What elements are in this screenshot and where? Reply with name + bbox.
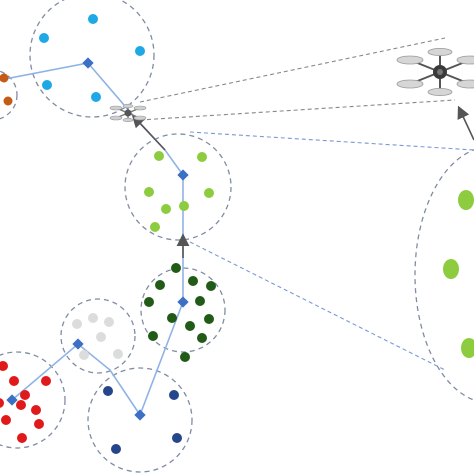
cluster-navy xyxy=(103,386,182,454)
zoom-line-top xyxy=(189,131,474,151)
sensor-node xyxy=(172,433,182,443)
sensor-node xyxy=(17,433,27,443)
sensor-node xyxy=(0,73,9,83)
cluster-gray xyxy=(72,313,123,360)
cluster-dark-green xyxy=(144,263,216,362)
sensor-node xyxy=(204,314,214,324)
sensor-node xyxy=(144,187,154,197)
drone-line-lower xyxy=(139,99,456,121)
sensor-node-zoomed xyxy=(443,259,459,279)
sensor-node xyxy=(79,350,89,360)
cluster-red xyxy=(0,361,51,443)
sensor-node xyxy=(195,296,205,306)
sensor-node xyxy=(135,46,145,56)
sensor-node xyxy=(39,33,49,43)
sensor-node xyxy=(144,297,154,307)
sensor-node xyxy=(206,281,216,291)
cluster-light-green xyxy=(144,151,214,232)
sensor-node xyxy=(204,188,214,198)
sensor-node xyxy=(171,263,181,273)
path-arrow-right-drone xyxy=(457,105,474,141)
sensor-node xyxy=(96,332,106,342)
sensor-node xyxy=(154,151,164,161)
sensor-node xyxy=(180,352,190,362)
cluster-heads xyxy=(6,57,189,421)
sensor-node xyxy=(0,361,8,371)
sensor-node-zoomed xyxy=(458,190,474,210)
sensor-node xyxy=(167,313,177,323)
sensor-node xyxy=(197,333,207,343)
sensor-node xyxy=(3,96,13,106)
sensor-node xyxy=(1,415,11,425)
sensor-node xyxy=(188,276,198,286)
sensor-node xyxy=(103,386,113,396)
sensor-node xyxy=(169,390,179,400)
cluster-boundary-light-green xyxy=(124,133,232,241)
sensor-node xyxy=(104,317,114,327)
sensor-node xyxy=(34,419,44,429)
sensor-node xyxy=(88,313,98,323)
sensor-node xyxy=(185,321,195,331)
sensor-node xyxy=(179,201,189,211)
sensor-node xyxy=(161,204,171,214)
diamond-icon xyxy=(177,296,189,308)
cluster-boundary-dark-green xyxy=(140,267,226,353)
sensor-node xyxy=(72,319,82,329)
cluster-boundary-gray xyxy=(60,298,136,374)
cluster-zoomed xyxy=(443,190,474,358)
diamond-icon xyxy=(134,409,146,421)
sensor-node xyxy=(111,444,121,454)
cluster-boundary-zoomed xyxy=(414,149,474,401)
sensor-node xyxy=(88,14,98,24)
sensor-node xyxy=(150,222,160,232)
cluster-blue xyxy=(39,14,145,102)
uav-path xyxy=(0,62,184,417)
sensor-node xyxy=(155,280,165,290)
cluster-boundary-red xyxy=(0,351,66,449)
cluster-boundary-navy xyxy=(87,367,193,473)
drone-line-upper xyxy=(139,37,446,103)
sensor-node xyxy=(41,376,51,386)
drone-icon xyxy=(396,47,474,96)
zoom-line-bottom xyxy=(189,241,446,371)
sensor-node xyxy=(0,398,4,408)
sensor-node xyxy=(20,390,30,400)
cluster-orange xyxy=(0,73,13,106)
sensor-node xyxy=(197,152,207,162)
sensor-node xyxy=(148,331,158,341)
sensor-node xyxy=(9,376,19,386)
sensor-node xyxy=(42,80,52,90)
sensor-node xyxy=(91,92,101,102)
path-arrow-to-drone xyxy=(131,114,166,151)
cluster-boundary-orange xyxy=(0,70,18,120)
sensor-node xyxy=(31,405,41,415)
cluster-boundary-blue xyxy=(29,0,155,118)
sensor-node xyxy=(113,349,123,359)
diamond-icon xyxy=(177,169,189,181)
sensor-node-zoomed xyxy=(461,338,474,358)
drone-icon xyxy=(109,103,147,123)
zoom-lines xyxy=(189,131,474,371)
sensor-node xyxy=(16,400,26,410)
drone-lines xyxy=(139,37,456,121)
